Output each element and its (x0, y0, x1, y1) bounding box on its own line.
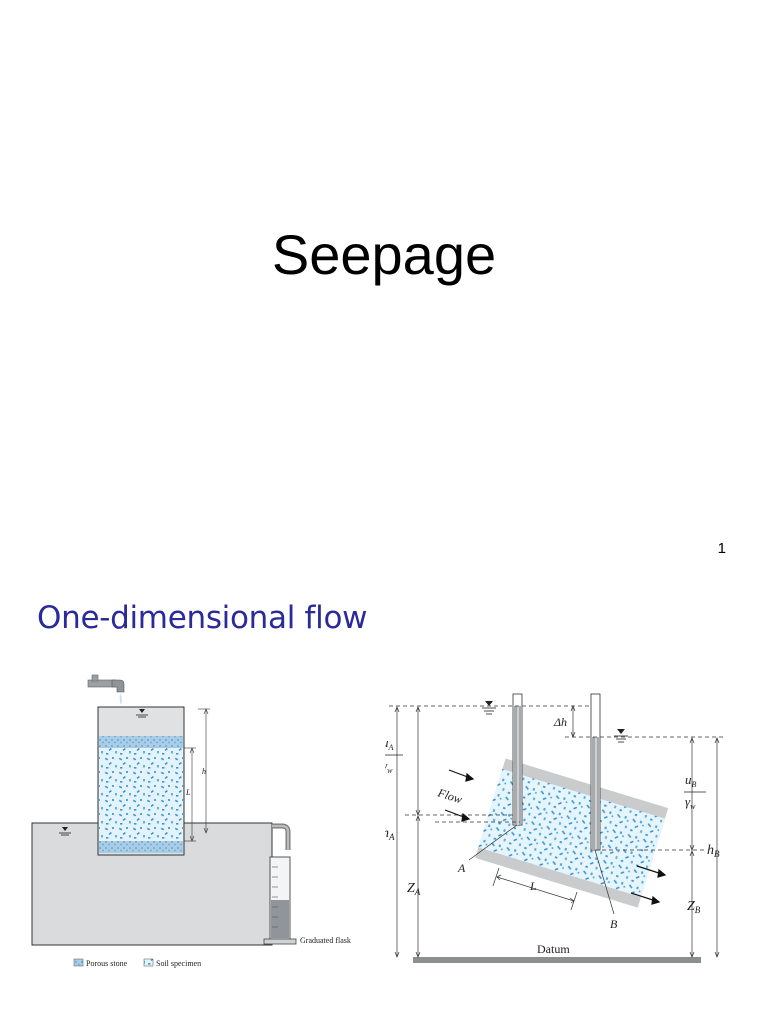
label-gamma-w-A: γw (385, 758, 393, 775)
label-gamma-w-B: γw (685, 794, 696, 811)
reference-lines (389, 705, 725, 851)
legend: Porous stone Soil specimen (73, 958, 201, 968)
flow-arrows-out (630, 865, 667, 905)
label-hB: hB (707, 843, 720, 859)
piezometer-B (590, 693, 601, 851)
soil-specimen (99, 748, 183, 841)
inclined-flow-figure: Datum Δh (385, 693, 725, 963)
flow-arrows-in (444, 769, 475, 822)
flask-label: Graduated flask (300, 936, 351, 945)
dimension-delta-h (570, 705, 576, 738)
datum-base (413, 957, 701, 963)
dimension-hA (394, 706, 400, 958)
legend-label-soil-specimen: Soil specimen (156, 959, 201, 968)
legend-label-porous-stone: Porous stone (86, 959, 128, 968)
water-level-symbol-top (136, 709, 148, 718)
dimension-L-inclined (492, 867, 578, 911)
water-level-symbol-A (482, 701, 496, 715)
water-level-symbol (59, 827, 71, 836)
label-L: L (185, 788, 191, 797)
label-hA: hA (385, 826, 395, 842)
water-level-symbol-B (614, 729, 628, 743)
label-uB: uB (685, 772, 697, 789)
faucet-icon (87, 674, 125, 705)
inclined-soil-tube (475, 758, 669, 908)
legend-swatch-soil-specimen (143, 958, 154, 967)
dimension-uB (689, 737, 695, 958)
porous-stone-top (99, 736, 183, 748)
label-flow: Flow (435, 785, 464, 806)
section-title: One-dimensional flow (37, 600, 368, 636)
label-zB: ZB (687, 899, 701, 915)
label-zA: ZA (407, 881, 421, 897)
dimension-h (198, 708, 210, 834)
dimension-uA (415, 706, 421, 958)
label-h: h (202, 767, 206, 776)
legend-swatch-porous-stone (73, 958, 84, 967)
label-L-inclined: L (529, 879, 537, 893)
slide-1: Seepage 1 (271, 223, 726, 557)
label-point-A: A (457, 861, 466, 875)
page-number: 1 (717, 540, 726, 557)
dimension-L (184, 747, 196, 842)
dimension-hB (714, 737, 720, 958)
label-delta-h: Δh (553, 715, 567, 729)
label-datum: Datum (537, 942, 570, 956)
graduated-flask (263, 856, 297, 945)
constant-head-test-figure: Graduated flask h L Porous stone Soil sp… (31, 674, 351, 968)
porous-stone-bottom (99, 841, 183, 853)
label-point-B: B (610, 917, 618, 931)
piezometer-A (512, 693, 523, 826)
label-uA: uA (385, 735, 394, 752)
slide-title: Seepage (271, 223, 497, 286)
